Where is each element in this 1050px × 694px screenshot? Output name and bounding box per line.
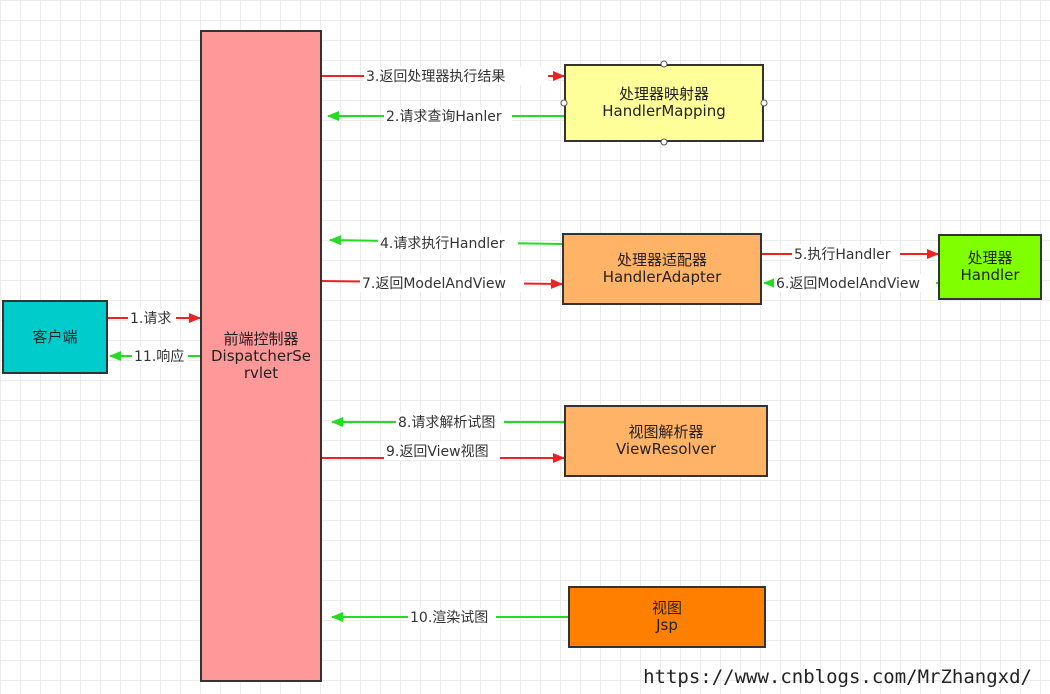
edge-4-label: 4.请求执行Handler [380,236,505,252]
dispatcher-label-en-2: rvlet [243,363,279,382]
dispatcher-label-en-1: DispatcherSe [210,346,312,365]
edge-7-label: 7.返回ModelAndView [362,276,506,292]
edge-3-label: 3.返回处理器执行结果 [366,69,505,85]
watermark-url: https://www.cnblogs.com/MrZhangxd/ [643,666,1032,688]
handler-label-cn: 处理器 [967,249,1013,267]
view-resolver-node[interactable]: 视图解析器 ViewResolver [564,405,768,477]
edge-1-label: 1.请求 [130,311,171,327]
client-node[interactable]: 客户端 [2,300,108,374]
dispatcher-servlet-node[interactable]: 前端控制器 DispatcherSe rvlet [200,30,322,682]
handler-adapter-node[interactable]: 处理器适配器 HandlerAdapter [562,233,762,305]
view-jsp-node[interactable]: 视图 Jsp [568,586,766,648]
handler-label-en: Handler [960,266,1020,284]
adapter-label-en: HandlerAdapter [602,268,722,286]
resolver-label-cn: 视图解析器 [628,423,704,441]
edge-8-label: 8.请求解析试图 [398,415,495,431]
resolver-label-en: ViewResolver [615,440,716,458]
edge-5-label: 5.执行Handler [794,247,891,263]
client-label: 客户端 [32,327,78,346]
adapter-label-cn: 处理器适配器 [616,251,707,269]
edge-6-label: 6.返回ModelAndView [776,276,920,292]
mapping-label-cn: 处理器映射器 [618,85,709,103]
edge-9-label: 9.返回View视图 [386,444,489,460]
edge-11-label: 11.响应 [134,348,184,365]
handler-mapping-node[interactable]: 处理器映射器 HandlerMapping [564,64,764,142]
dispatcher-label-cn: 前端控制器 [223,329,299,348]
handler-node[interactable]: 处理器 Handler [938,234,1042,300]
view-label-en: Jsp [656,616,678,634]
mapping-label-en: HandlerMapping [602,102,726,120]
edge-2-label: 2.请求查询Hanler [386,109,502,125]
view-label-cn: 视图 [651,599,682,617]
edge-10-label: 10.渲染试图 [410,610,488,626]
